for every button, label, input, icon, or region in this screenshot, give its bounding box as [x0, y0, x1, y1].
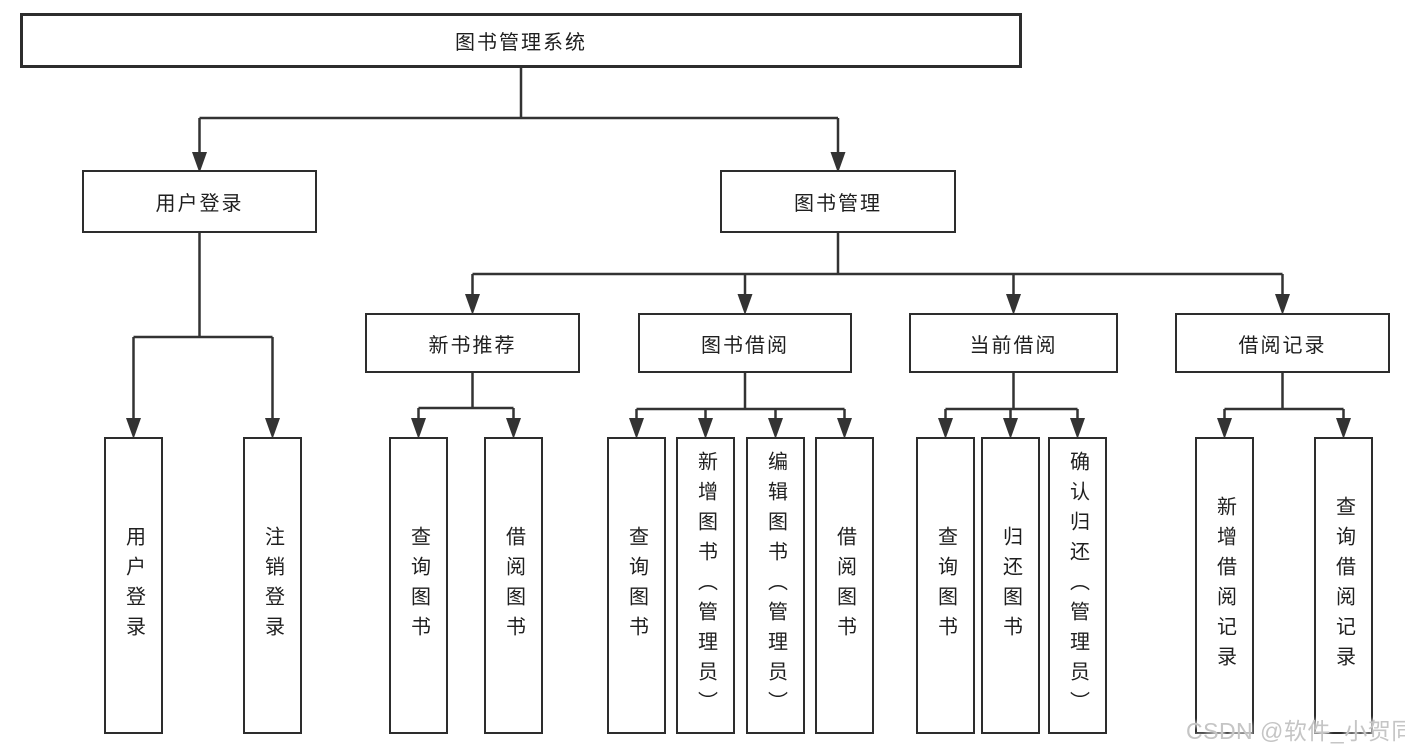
leaf-query-books-2-label: 查询图书	[625, 525, 648, 646]
node-user-login: 用户登录	[82, 170, 317, 233]
leaf-query-borrow-record-label: 查询借阅记录	[1332, 495, 1355, 676]
leaf-user-login: 用户登录	[104, 437, 163, 734]
node-current-borrow-label: 当前借阅	[969, 334, 1058, 357]
leaf-query-borrow-record: 查询借阅记录	[1314, 437, 1373, 734]
leaf-return-book: 归还图书	[981, 437, 1040, 734]
leaf-user-login-label: 用户登录	[122, 525, 145, 646]
leaf-borrow-books-2-label: 借阅图书	[833, 525, 856, 646]
leaf-add-book-admin: 新增图书（管理员）	[676, 437, 735, 734]
node-book-management-label: 图书管理	[794, 193, 882, 215]
node-root: 图书管理系统	[20, 13, 1022, 68]
leaf-query-books-3-label: 查询图书	[934, 525, 957, 646]
node-user-login-label: 用户登录	[155, 193, 244, 215]
leaf-borrow-books-2: 借阅图书	[815, 437, 874, 734]
node-book-management: 图书管理	[720, 170, 956, 233]
leaf-confirm-return-admin: 确认归还（管理员）	[1048, 437, 1107, 734]
node-root-label: 图书管理系统	[455, 32, 587, 54]
node-borrow-records-label: 借阅记录	[1238, 334, 1327, 357]
leaf-query-books-2: 查询图书	[607, 437, 666, 734]
node-borrow-records: 借阅记录	[1175, 313, 1390, 373]
leaf-add-borrow-record: 新增借阅记录	[1195, 437, 1254, 734]
leaf-add-borrow-record-label: 新增借阅记录	[1213, 495, 1236, 676]
csdn-watermark: CSDN @软件_小贺同学	[1186, 718, 1405, 744]
leaf-query-books-1: 查询图书	[389, 437, 448, 734]
leaf-add-book-admin-label: 新增图书（管理员）	[694, 450, 717, 721]
leaf-confirm-return-admin-label: 确认归还（管理员）	[1066, 450, 1089, 721]
node-book-borrow-label: 图书借阅	[701, 334, 789, 357]
leaf-edit-book-admin-label: 编辑图书（管理员）	[764, 450, 787, 721]
leaf-logout-login: 注销登录	[243, 437, 302, 734]
leaf-logout-login-label: 注销登录	[261, 525, 284, 646]
leaf-borrow-books-1: 借阅图书	[484, 437, 543, 734]
leaf-query-books-1-label: 查询图书	[407, 525, 430, 646]
leaf-borrow-books-1-label: 借阅图书	[502, 525, 525, 646]
node-book-borrow: 图书借阅	[638, 313, 852, 373]
leaf-query-books-3: 查询图书	[916, 437, 975, 734]
leaf-return-book-label: 归还图书	[999, 525, 1022, 646]
leaf-edit-book-admin: 编辑图书（管理员）	[746, 437, 805, 734]
node-new-book-recommend: 新书推荐	[365, 313, 580, 373]
node-current-borrow: 当前借阅	[909, 313, 1118, 373]
node-new-book-recommend-label: 新书推荐	[428, 334, 517, 357]
